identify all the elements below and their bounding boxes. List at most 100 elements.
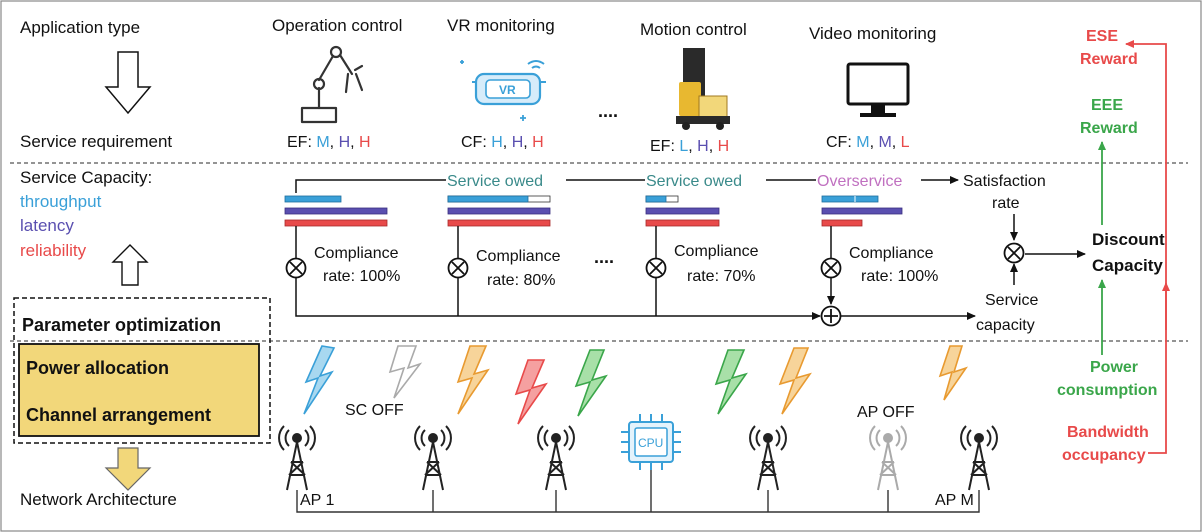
application-type-label: Application type [20,18,140,37]
service-owed-label-1: Service owed [447,173,543,190]
discount-flow [1010,214,1086,285]
throughput-label: throughput [20,192,102,211]
service-requirement-label: Service requirement [20,132,172,151]
power-channel-box [18,343,260,437]
network-bus-drops [432,470,889,512]
latency-label: latency [20,216,74,235]
network-bus [296,490,980,513]
bar-group-motion-control [645,195,720,227]
down-arrow-icon [104,51,152,115]
req-throughput: H [491,134,503,151]
compliance-label-2a: Compliance [476,248,561,265]
multiply-icon-3 [645,257,667,279]
svg-text:EF: M, H, H: EF: M, H, H [287,134,371,151]
req-prefix: EF: [650,138,675,155]
service-flow-bottom [295,278,976,320]
bandwidth-occupancy-label-2: occupancy [1062,447,1146,464]
gold-down-arrow-icon [104,447,152,491]
red-arrows [1125,40,1170,454]
req-reliability: H [359,134,371,151]
robot-arm-icon [300,45,364,124]
multiply-icon-discount [1003,242,1025,264]
req-throughput: M [316,134,329,151]
svg-text:EF: L, H, H: EF: L, H, H [650,138,729,155]
req-prefix: EF: [287,134,312,151]
lightning-icon-orange-1 [456,345,490,415]
bandwidth-occupancy-label-1: Bandwidth [1067,424,1149,441]
app-title-motion-control: Motion control [640,20,747,39]
parameter-optimization-box [13,297,271,444]
ap-tower-icon-1 [278,425,316,491]
apps-ellipsis: .... [598,101,618,121]
vr-headset-icon: VR [460,60,546,121]
lightning-icon-blue [303,345,336,415]
req-reliability: H [532,134,544,151]
compliance-label-4b: rate: 100% [861,268,938,285]
compliance-label-3b: rate: 70% [687,268,755,285]
lightning-icon-orange-3 [938,345,969,401]
req-throughput: L [679,138,688,155]
service-ellipsis: .... [594,247,614,267]
app-title-operation-control: Operation control [272,16,402,35]
app-title-video-monitoring: Video monitoring [809,24,936,43]
ap-tower-icon-3 [537,425,575,491]
discount-capacity-label-1: Discount [1092,230,1165,249]
ap-1-label: AP 1 [300,492,335,509]
bar-group-video-monitoring [821,195,903,227]
satisfaction-rate-label-1: Satisfaction [963,173,1046,190]
cpu-icon: CPU [621,414,681,470]
lightning-icon-green-1 [574,349,608,417]
channel-arrangement-label: Channel arrangement [26,405,211,425]
multiply-icon-2 [447,257,469,279]
ap-tower-icon-m [960,425,998,491]
lightning-icon-green-2 [714,349,748,415]
vr-text: VR [499,83,516,97]
compliance-label-3a: Compliance [674,243,759,260]
power-consumption-label-1: Power [1090,359,1138,376]
compliance-label-4a: Compliance [849,245,934,262]
svg-text:CF: M, M, L: CF: M, M, L [826,134,910,151]
bar-group-operation-control [284,195,388,227]
parameter-optimization-label: Parameter optimization [22,315,221,335]
app-requirement-vr-monitoring: CF: H, H, H [461,134,544,151]
svg-text:CF: H, H, H: CF: H, H, H [461,134,544,151]
app-title-vr-monitoring: VR monitoring [447,16,555,35]
ese-reward-label-1: ESE [1086,28,1118,45]
forklift-icon [676,48,730,130]
ap-tower-icon-4 [749,425,787,491]
compliance-label-1a: Compliance [314,245,399,262]
compliance-label-2b: rate: 80% [487,272,555,289]
up-arrow-icon [111,244,149,286]
service-flow-top [295,176,959,193]
bar-group-vr-monitoring [447,195,551,227]
ap-tower-off-icon [869,425,907,491]
eee-reward-label-2: Reward [1080,120,1138,137]
ese-reward-label-2: Reward [1080,51,1138,68]
overservice-label: Overservice [817,173,902,190]
lightning-icon-red [514,359,548,425]
sum-icon [820,305,842,327]
req-latency: H [697,138,709,155]
reliability-label: reliability [20,241,87,260]
req-prefix: CF: [461,134,487,151]
req-latency: H [339,134,351,151]
req-throughput: M [856,134,869,151]
compliance-label-1b: rate: 100% [323,268,400,285]
monitor-icon [846,62,910,117]
req-reliability: H [718,138,730,155]
cpu-text: CPU [638,436,663,450]
app-requirement-video-monitoring: CF: M, M, L [826,134,910,151]
power-consumption-label-2: consumption [1057,382,1157,399]
power-allocation-label: Power allocation [26,358,169,378]
lightning-icon-orange-2 [778,347,812,415]
app-requirement-operation-control: EF: M, H, H [287,134,371,151]
req-reliability: L [901,134,910,151]
bar-connectors [295,226,832,258]
ap-m-label: AP M [935,492,974,509]
service-capacity-right-2: capacity [976,317,1035,334]
multiply-icon-4 [820,257,842,279]
satisfaction-rate-label-2: rate [992,195,1020,212]
